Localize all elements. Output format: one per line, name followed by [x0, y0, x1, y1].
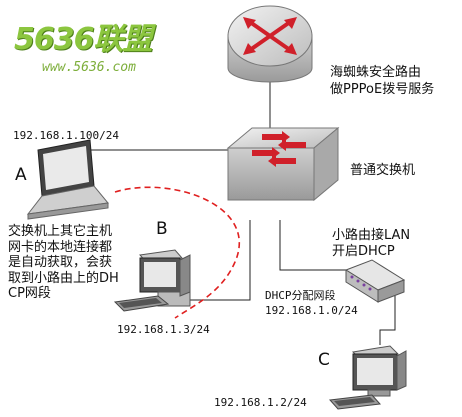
- link-smallrouter-switch: [279, 220, 350, 271]
- small-router-icon: [344, 259, 406, 303]
- pc-c-ip: 192.168.1.2/24: [214, 396, 307, 409]
- dashed-dhcp-link: [114, 186, 241, 319]
- note-text: 交换机上其它主机网卡的本地连接都是自动获取，会获取到小路由上的DHCP网段: [8, 224, 119, 301]
- router-label-line2: 做PPPoE拨号服务: [330, 82, 435, 97]
- desktop-b-icon: [113, 249, 191, 312]
- pc-a-letter: A: [15, 165, 27, 185]
- laptop-a-icon: [26, 139, 109, 220]
- logo-name: 5636联盟: [14, 22, 152, 57]
- router-label-line1: 海蜘蛛安全路由: [330, 65, 422, 80]
- router-icon: [227, 5, 313, 83]
- dhcp-range-line2: 192.168.1.0/24: [265, 304, 358, 317]
- switch-label: 普通交换机: [350, 163, 416, 178]
- pc-c-letter: C: [318, 350, 330, 370]
- small-router-label-line1: 小路由接LAN: [332, 228, 411, 243]
- dhcp-range-line1: DHCP分配网段: [265, 289, 336, 302]
- desktop-c-icon: [328, 345, 407, 410]
- pc-b-letter: B: [156, 219, 168, 239]
- link-b-switch: [185, 220, 251, 301]
- logo-url: www.5636.com: [42, 60, 136, 75]
- pc-b-ip: 192.168.1.3/24: [117, 323, 210, 336]
- link-c-smallrouter: [379, 285, 396, 345]
- switch-icon: [226, 126, 340, 202]
- link-a-switch: [84, 149, 230, 188]
- pc-a-ip: 192.168.1.100/24: [13, 129, 119, 142]
- small-router-label-line2: 开启DHCP: [332, 244, 395, 259]
- site-logo: 5636联盟 www.5636.com: [14, 14, 152, 75]
